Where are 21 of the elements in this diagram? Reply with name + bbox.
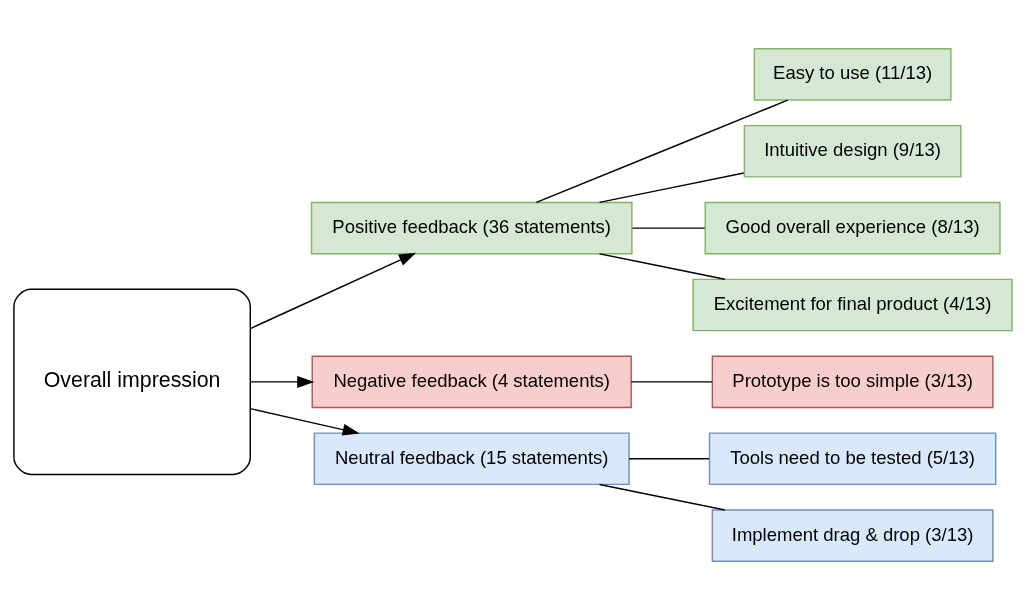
connector	[630, 380, 713, 383]
connector	[631, 226, 706, 229]
node-box: Excitement for final product (4/13)	[692, 278, 1013, 331]
arrow	[249, 407, 360, 436]
connector	[598, 483, 726, 511]
node-box: Tools need to be tested (5/13)	[708, 431, 997, 485]
arrow	[249, 252, 417, 329]
node-box: Negative feedback (4 statements)	[311, 355, 632, 408]
connector	[535, 98, 789, 203]
node-box: Neutral feedback (15 statements)	[313, 431, 630, 485]
node-box: Positive feedback (36 statements)	[310, 201, 633, 254]
arrow	[249, 375, 315, 388]
node-box: Good overall experience (8/13)	[704, 201, 1001, 254]
node-box: Implement drag & drop (3/13)	[711, 508, 994, 562]
node-box: Overall impression	[13, 288, 251, 475]
node-box: Easy to use (11/13)	[753, 47, 952, 101]
connector	[598, 252, 726, 280]
node-box: Prototype is too simple (3/13)	[711, 355, 994, 408]
connector	[628, 457, 710, 459]
connector	[598, 171, 745, 203]
node-box: Intuitive design (9/13)	[743, 124, 962, 178]
